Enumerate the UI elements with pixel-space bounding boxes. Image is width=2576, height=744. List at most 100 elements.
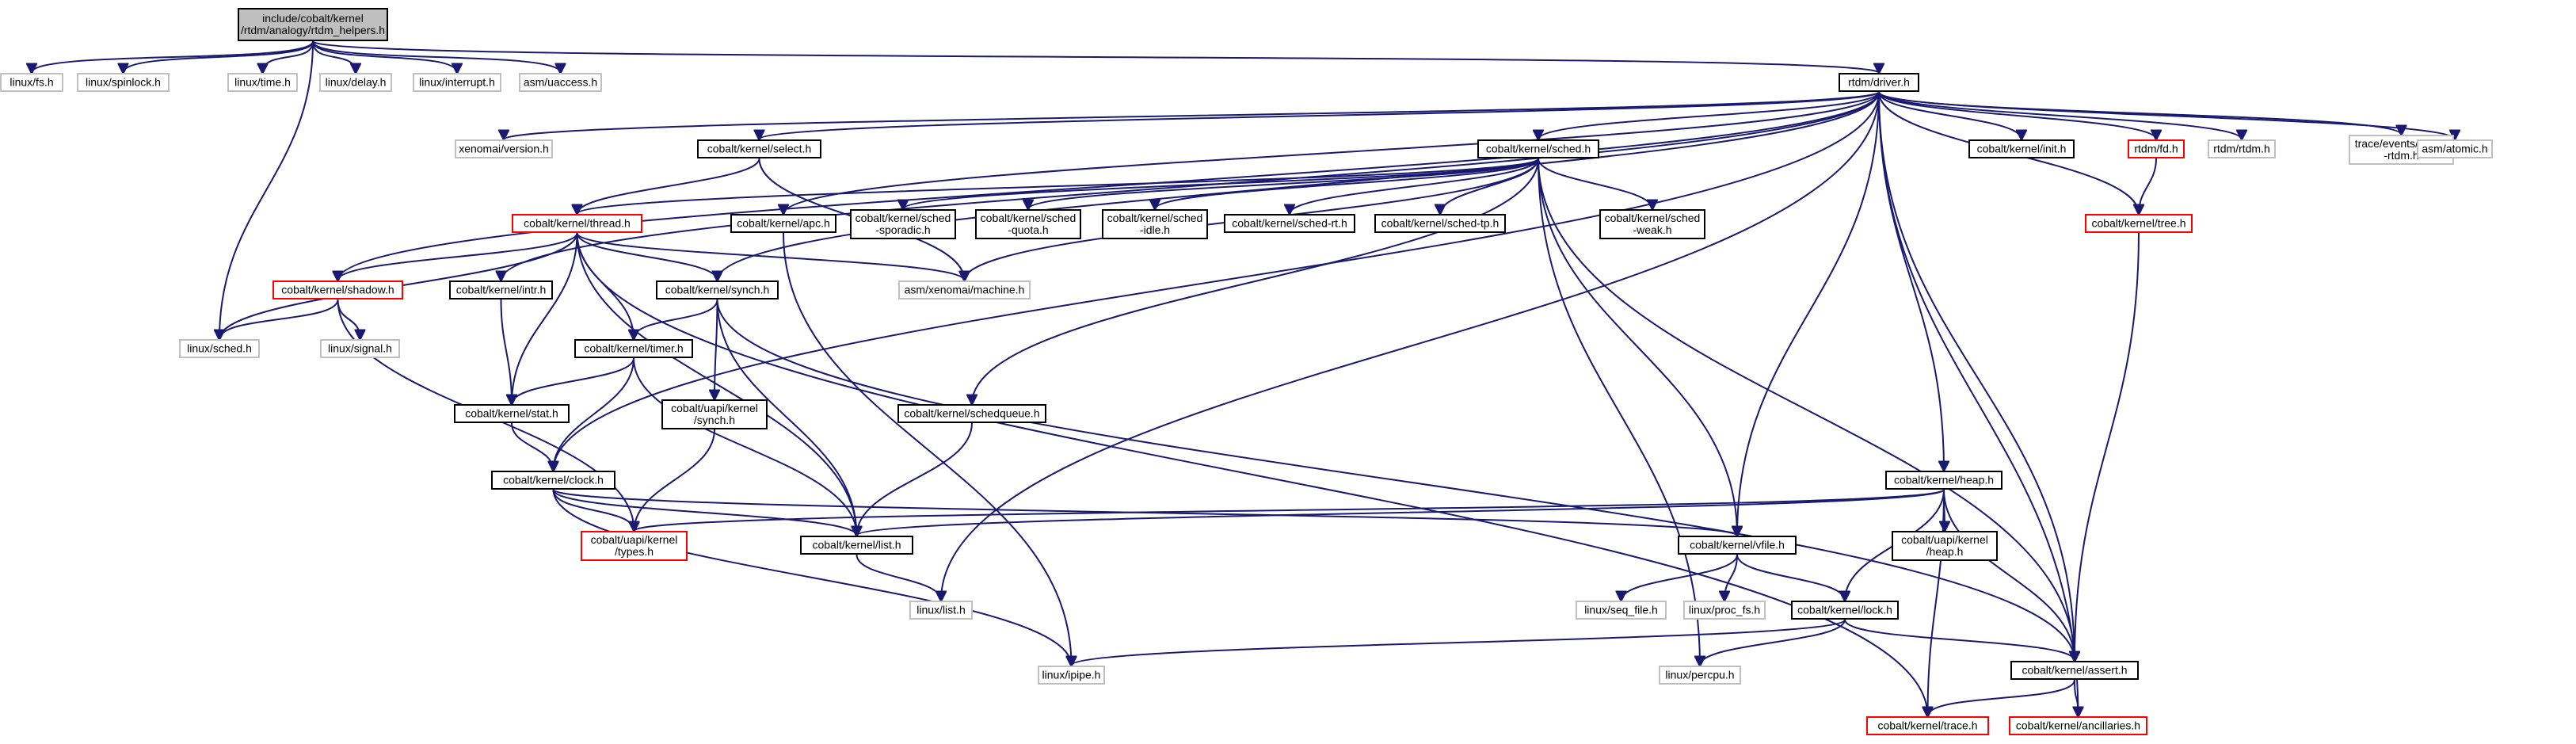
node-label-line: /heap.h: [1926, 545, 1964, 558]
node-ck-sched-tp[interactable]: cobalt/kernel/sched-tp.h: [1374, 214, 1506, 233]
node-linux-delay: linux/delay.h: [319, 73, 392, 92]
edge-ck_sched-to-ck_schedqueue: [972, 158, 1539, 404]
node-ck-select[interactable]: cobalt/kernel/select.h: [697, 139, 821, 158]
edge-ck_timer-to-ck_stat: [512, 357, 634, 404]
node-ck-thread[interactable]: cobalt/kernel/thread.h: [512, 214, 642, 233]
node-ck-init[interactable]: cobalt/kernel/init.h: [1968, 139, 2075, 158]
node-label-line: cobalt/kernel/lock.h: [1797, 604, 1892, 616]
node-box: [1599, 209, 1705, 239]
node-ck-trace[interactable]: cobalt/kernel/trace.h: [1866, 716, 1989, 735]
edge-ck_sched-to-ck_sched_rt: [1290, 158, 1539, 214]
node-ck-list[interactable]: cobalt/kernel/list.h: [800, 536, 913, 555]
node-label-line: rtdm/fd.h: [2134, 143, 2178, 155]
node-label-line: cobalt/kernel/sched: [1107, 212, 1203, 224]
node-box: [179, 339, 260, 358]
node-label-line: linux/signal.h: [328, 342, 392, 355]
edge-rtdm_driver-to-trace_events: [1878, 91, 2402, 135]
edge-rtdm_driver-to-ck_clock: [554, 91, 1880, 471]
node-ck-sched-weak[interactable]: cobalt/kernel/sched-weak.h: [1599, 209, 1705, 239]
edge-ck_sched-to-ck_thread: [577, 158, 1539, 214]
node-ck-synch[interactable]: cobalt/kernel/synch.h: [656, 280, 779, 300]
edge-ck_shadow-to-linux_sched: [219, 299, 339, 339]
node-label-line: /types.h: [615, 545, 654, 558]
edge-ck_synch-to-cu_synch: [714, 299, 718, 399]
node-box: [1102, 209, 1208, 239]
node-rtdm-fd[interactable]: rtdm/fd.h: [2128, 139, 2185, 158]
node-box: [320, 339, 400, 358]
node-linux-sched: linux/sched.h: [179, 339, 260, 358]
node-linux-percpu: linux/percpu.h: [1659, 666, 1741, 685]
node-root[interactable]: include/cobalt/kernel/rtdm/analogy/rtdm_…: [238, 8, 388, 41]
node-label-line: linux/percpu.h: [1665, 669, 1734, 681]
node-ck-assert[interactable]: cobalt/kernel/assert.h: [2010, 661, 2139, 680]
node-label-line: cobalt/kernel/shadow.h: [281, 284, 394, 296]
node-label-line: cobalt/kernel/vfile.h: [1690, 539, 1785, 551]
node-rtdm-rtdm: rtdm/rtdm.h: [2208, 139, 2276, 158]
node-cu-synch[interactable]: cobalt/uapi/kernel/synch.h: [661, 399, 768, 429]
node-label-line: -sporadic.h: [875, 223, 930, 236]
node-box: [1576, 601, 1667, 620]
node-ck-sched[interactable]: cobalt/kernel/sched.h: [1477, 139, 1599, 158]
node-label-line: cobalt/kernel/assert.h: [2022, 664, 2127, 677]
node-ck-vfile[interactable]: cobalt/kernel/vfile.h: [1678, 536, 1797, 555]
node-box: [975, 209, 1081, 239]
edge-root-to-linux_interrupt: [312, 40, 457, 73]
node-box: [519, 73, 602, 92]
node-ck-lock[interactable]: cobalt/kernel/lock.h: [1791, 601, 1899, 620]
edge-rtdm_driver-to-rtdm_rtdm: [1878, 91, 2242, 139]
edge-rtdm_driver-to-ck_intr: [501, 91, 1880, 280]
node-rtdm-driver[interactable]: rtdm/driver.h: [1839, 73, 1919, 92]
node-label-line: cobalt/kernel/sched: [855, 212, 951, 224]
node-linux-seq-file: linux/seq_file.h: [1576, 601, 1667, 620]
node-box: [0, 73, 63, 92]
node-ck-sched-idle[interactable]: cobalt/kernel/sched-idle.h: [1102, 209, 1208, 239]
node-box: [449, 280, 553, 300]
node-ck-stat[interactable]: cobalt/kernel/stat.h: [454, 404, 570, 423]
edge-root-to-asm_uaccess: [312, 40, 561, 73]
node-box: [898, 280, 1031, 300]
edge-ck_apc-to-linux_ipipe: [783, 232, 1072, 666]
node-linux-proc-fs: linux/proc_fs.h: [1683, 601, 1766, 620]
node-label-line: linux/sched.h: [187, 342, 252, 355]
node-cu-heap[interactable]: cobalt/uapi/kernel/heap.h: [1892, 531, 1998, 561]
edge-ck_thread-to-ck_trace: [576, 232, 1928, 716]
node-ck-timer[interactable]: cobalt/kernel/timer.h: [574, 339, 693, 358]
node-box: [1659, 666, 1741, 685]
node-label-line: linux/spinlock.h: [86, 76, 161, 89]
node-label-line: linux/interrupt.h: [419, 76, 495, 89]
node-box: [1224, 214, 1355, 233]
node-ck-clock[interactable]: cobalt/kernel/clock.h: [491, 471, 615, 490]
node-cu-types[interactable]: cobalt/uapi/kernel/types.h: [581, 531, 688, 561]
edge-ck_heap-to-ck_trace: [1928, 489, 1945, 716]
node-box: [1038, 666, 1105, 685]
node-box: [1678, 536, 1797, 555]
edge-ck_lock-to-linux_percpu: [1700, 619, 1846, 666]
node-box: [850, 209, 956, 239]
node-box: [1839, 73, 1919, 92]
node-ck-sched-sporadic[interactable]: cobalt/kernel/sched-sporadic.h: [850, 209, 956, 239]
node-label-line: cobalt/kernel/init.h: [1977, 143, 2067, 155]
node-ck-apc[interactable]: cobalt/kernel/apc.h: [730, 214, 836, 233]
node-label-line: cobalt/uapi/kernel: [591, 533, 678, 546]
edge-ck_schedqueue-to-ck_list: [857, 422, 973, 536]
node-label-line: linux/time.h: [234, 76, 291, 89]
node-box: [455, 139, 553, 158]
node-ck-sched-rt[interactable]: cobalt/kernel/sched-rt.h: [1224, 214, 1355, 233]
edge-rtdm_driver-to-ck_select: [760, 91, 1880, 139]
node-ck-tree[interactable]: cobalt/kernel/tree.h: [2085, 214, 2193, 233]
node-label-line: cobalt/kernel/clock.h: [503, 474, 604, 486]
node-ck-intr[interactable]: cobalt/kernel/intr.h: [449, 280, 553, 300]
edge-rtdm_driver-to-ck_apc: [783, 91, 1880, 214]
node-label-line: cobalt/kernel/tree.h: [2091, 217, 2185, 230]
node-label-line: cobalt/kernel/sched-tp.h: [1381, 217, 1499, 230]
node-label-line: cobalt/kernel/synch.h: [665, 284, 770, 296]
edge-rtdm_driver-to-ck_ancillaries: [1878, 91, 2079, 716]
node-ck-ancillaries[interactable]: cobalt/kernel/ancillaries.h: [2009, 716, 2147, 735]
node-label-line: linux/proc_fs.h: [1689, 604, 1760, 616]
node-ck-shadow[interactable]: cobalt/kernel/shadow.h: [272, 280, 403, 300]
node-ck-schedqueue[interactable]: cobalt/kernel/schedqueue.h: [897, 404, 1046, 423]
node-ck-heap[interactable]: cobalt/kernel/heap.h: [1885, 471, 2002, 490]
node-ck-sched-quota[interactable]: cobalt/kernel/sched-quota.h: [975, 209, 1081, 239]
edge-ck_sched-to-ck_vfile: [1538, 158, 1737, 536]
